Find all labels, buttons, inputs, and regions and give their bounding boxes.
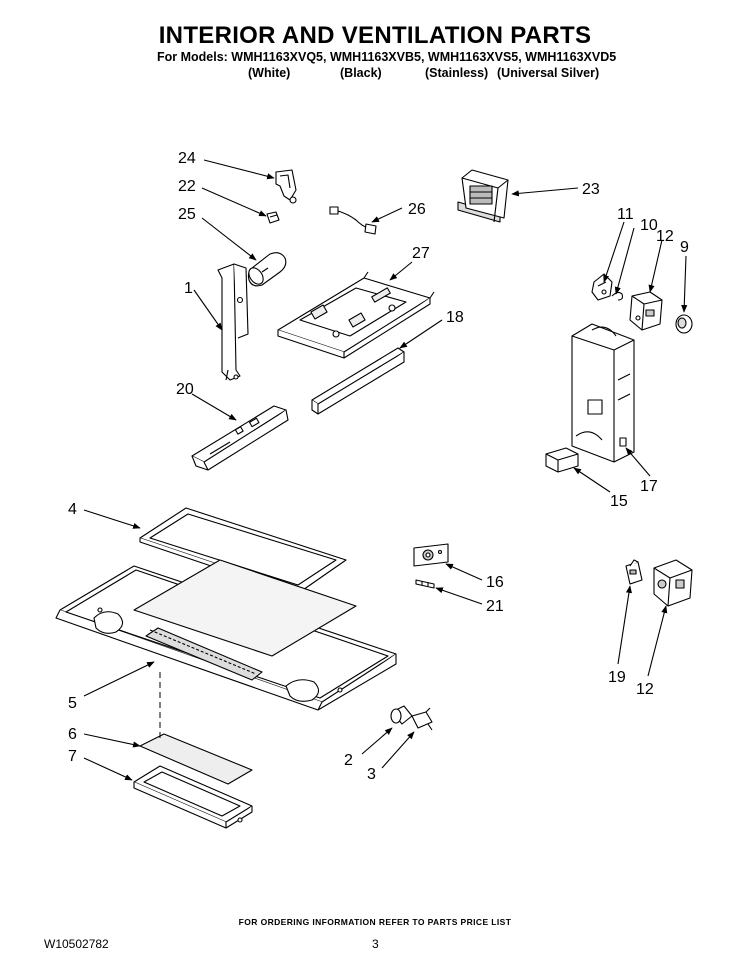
callout-3: 3 — [367, 766, 376, 783]
part-12-interlock-switch-top — [629, 291, 663, 331]
part-27-mounting-plate — [277, 271, 435, 359]
callout-18: 18 — [446, 309, 464, 326]
callout-2: 2 — [344, 752, 353, 769]
document-number: W10502782 — [44, 937, 109, 951]
callout-10: 10 — [640, 217, 658, 234]
callout-1: 1 — [184, 280, 193, 297]
callout-16: 16 — [486, 574, 504, 591]
variant-stainless: (Stainless) — [425, 66, 489, 80]
part-10-spring — [611, 291, 624, 301]
part-24-bracket — [275, 169, 297, 204]
callout-17: 17 — [640, 478, 658, 495]
callout-15: 15 — [610, 493, 628, 510]
part-1-vertical-bracket — [217, 263, 249, 381]
callout-19: 19 — [608, 669, 626, 686]
part-12-interlock-switch-bottom — [653, 559, 693, 607]
part-16-switch-bracket — [413, 543, 449, 567]
part-2-lamp-socket — [390, 705, 413, 725]
callout-4: 4 — [68, 501, 77, 518]
part-22-clip — [266, 211, 280, 224]
part-15-foam-block — [545, 447, 579, 473]
callout-22: 22 — [178, 178, 196, 195]
ordering-note: FOR ORDERING INFORMATION REFER TO PARTS … — [238, 917, 512, 927]
callout-20: 20 — [176, 381, 194, 398]
part-21-pin — [415, 579, 435, 589]
leader-arrows — [83, 159, 688, 781]
models-line: For Models: WMH1163XVQ5, WMH1163XVB5, WM… — [157, 50, 617, 64]
callout-7: 7 — [68, 748, 77, 765]
callout-12-top: 12 — [656, 228, 674, 245]
variant-universal-silver: (Universal Silver) — [497, 66, 600, 80]
part-17-duct — [571, 323, 635, 463]
part-5-cavity-panel — [55, 559, 397, 711]
part-23-transformer — [457, 169, 509, 223]
callout-21: 21 — [486, 598, 504, 615]
callout-5: 5 — [68, 695, 77, 712]
variant-white: (White) — [248, 66, 291, 80]
callout-25: 25 — [178, 206, 196, 223]
callout-27: 27 — [412, 245, 430, 262]
callout-24: 24 — [178, 150, 196, 167]
page-title: INTERIOR AND VENTILATION PARTS — [158, 22, 592, 49]
callout-9: 9 — [680, 239, 689, 256]
part-18-foam-strip — [311, 347, 405, 415]
page-number: 3 — [372, 937, 379, 951]
callout-26: 26 — [408, 201, 426, 218]
callout-labels: 24 22 25 26 23 27 1 18 11 10 12 9 20 17 … — [68, 150, 689, 783]
part-20-damper-bracket — [191, 405, 289, 471]
callout-11: 11 — [617, 206, 634, 223]
part-26-wire-harness — [329, 206, 377, 235]
callout-6: 6 — [68, 726, 77, 743]
part-11-switch — [591, 273, 613, 301]
part-25-capacitor — [247, 252, 287, 287]
part-7-lamp-cover — [133, 765, 253, 829]
part-6-lens — [139, 733, 253, 785]
part-9-knob — [675, 314, 693, 334]
part-3-bulb — [411, 707, 433, 731]
callout-12-bottom: 12 — [636, 681, 654, 698]
callout-23: 23 — [582, 181, 600, 198]
variant-black: (Black) — [340, 66, 382, 80]
part-19-small-switch — [625, 559, 643, 585]
